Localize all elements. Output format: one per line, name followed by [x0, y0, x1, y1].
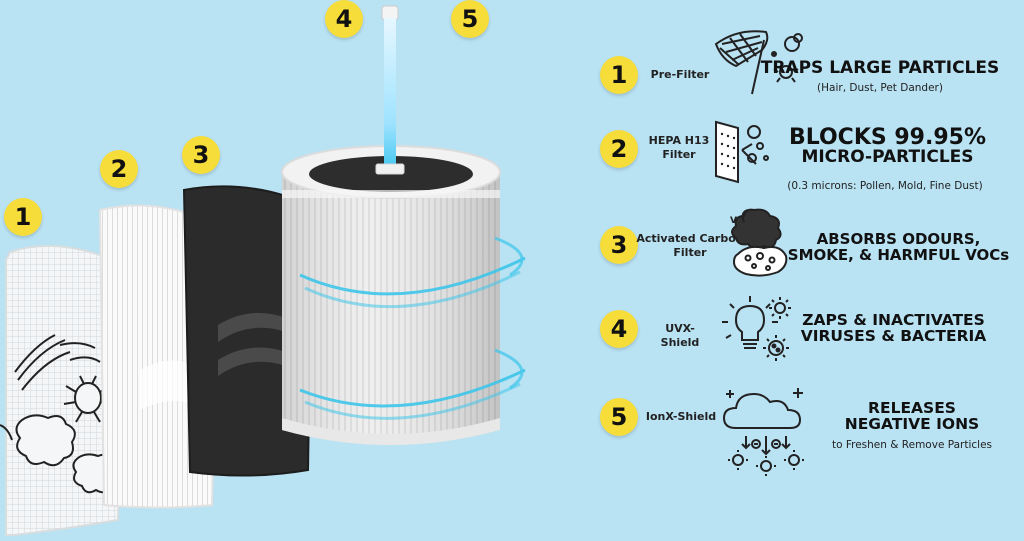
- layer-badge-5: 5: [451, 0, 489, 38]
- filter-headline: ABSORBS ODOURS, SMOKE, & HARMFUL VOCs: [787, 230, 1010, 264]
- ion-cloud-icon: [722, 388, 804, 476]
- air-flow-glow: [299, 236, 526, 420]
- hepa-mesh-icon: [715, 120, 769, 184]
- carbon-sponge-smoke-icon: [731, 208, 788, 277]
- filter-row-hepa: 2 HEPA H13 Filter BLOCKS 99.95% MICRO-P: [600, 120, 1020, 208]
- filter-row-ionx: 5 IonX-Shield RELEASES NEGATIVE IONS to …: [600, 388, 1020, 486]
- filter-name: HEPA H13 Filter: [648, 134, 710, 161]
- filter-name: UVX-Shield: [660, 322, 700, 349]
- filter-headline: RELEASES NEGATIVE IONS: [844, 399, 980, 434]
- layer-badge-3: 3: [182, 136, 220, 174]
- layer-badge-2: 2: [100, 150, 138, 188]
- filter-exploded-illustration: 1 2 3 4 5: [0, 0, 526, 538]
- filter-name: Activated Carbon Filter: [636, 232, 744, 259]
- row-badge-1: 1: [600, 56, 638, 94]
- filter-headline: BLOCKS 99.95% MICRO-PARTICLES: [788, 125, 987, 168]
- layer-badge-1: 1: [4, 198, 42, 236]
- uv-lamp-tube: [375, 5, 405, 175]
- filter-subtext: (Hair, Dust, Pet Dander): [817, 82, 943, 94]
- row-badge-3: 3: [600, 226, 638, 264]
- filter-headline: ZAPS & INACTIVATES VIRUSES & BACTERIA: [800, 311, 987, 346]
- filter-row-uvx: 4 UVX-Shield ZAPS & INACTIVATES VIRUSES …: [600, 296, 1020, 370]
- filter-name: IonX-Shield: [645, 410, 717, 423]
- uv-bulb-virus-icon: [722, 296, 791, 361]
- row-badge-4: 4: [600, 310, 638, 348]
- filter-headline: TRAPS LARGE PARTICLES: [760, 58, 1000, 78]
- layer-badge-4: 4: [325, 0, 363, 38]
- filter-subtext: to Freshen & Remove Particles: [831, 439, 993, 451]
- main-filter-cylinder: [281, 145, 526, 445]
- row-badge-2: 2: [600, 130, 638, 168]
- filter-subtext: (0.3 microns: Pollen, Mold, Fine Dust): [787, 180, 983, 192]
- butterfly-net-icon: [714, 30, 803, 95]
- filter-layers-graphic: [0, 5, 526, 538]
- filter-row-carbon: 3 Activated Carbon Filter VOC ABSORBS OD…: [600, 208, 1020, 292]
- filter-row-pre-filter: 1 Pre-Filter TRAPS LARGE PARTICLES (Hair…: [600, 30, 1020, 112]
- filter-name: Pre-Filter: [650, 68, 710, 81]
- row-badge-5: 5: [600, 398, 638, 436]
